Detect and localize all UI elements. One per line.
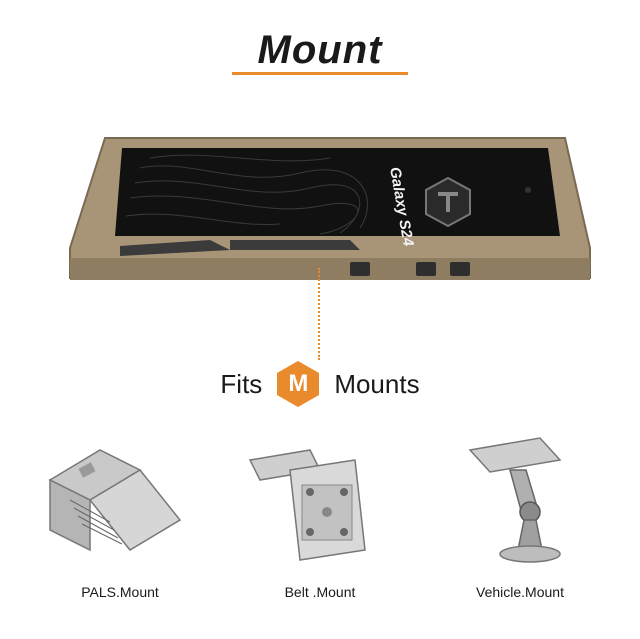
vehicle-mount-card [430, 430, 610, 610]
belt-mount-icon [248, 449, 366, 561]
fits-mounts-row: Fits M Mounts [0, 360, 640, 408]
pals-mount-icon [48, 449, 182, 552]
pals-mount-label: PALS.Mount [81, 584, 159, 600]
m-badge-letter: M [288, 370, 309, 397]
pals-mount-card [30, 430, 210, 610]
belt-mount-card [230, 430, 410, 610]
page-title: Mount [257, 28, 383, 72]
connector-dotted-line [318, 268, 320, 360]
vehicle-mount-icon [468, 437, 562, 563]
fits-text: Fits [220, 368, 263, 399]
m-badge-icon: M [276, 360, 320, 408]
title-underline [232, 72, 408, 75]
vehicle-mount-label: Vehicle.Mount [476, 584, 564, 600]
mounts-text: Mounts [334, 368, 420, 399]
phone-case-image: Galaxy S24 [69, 137, 591, 280]
belt-mount-label: Belt .Mount [284, 584, 356, 600]
